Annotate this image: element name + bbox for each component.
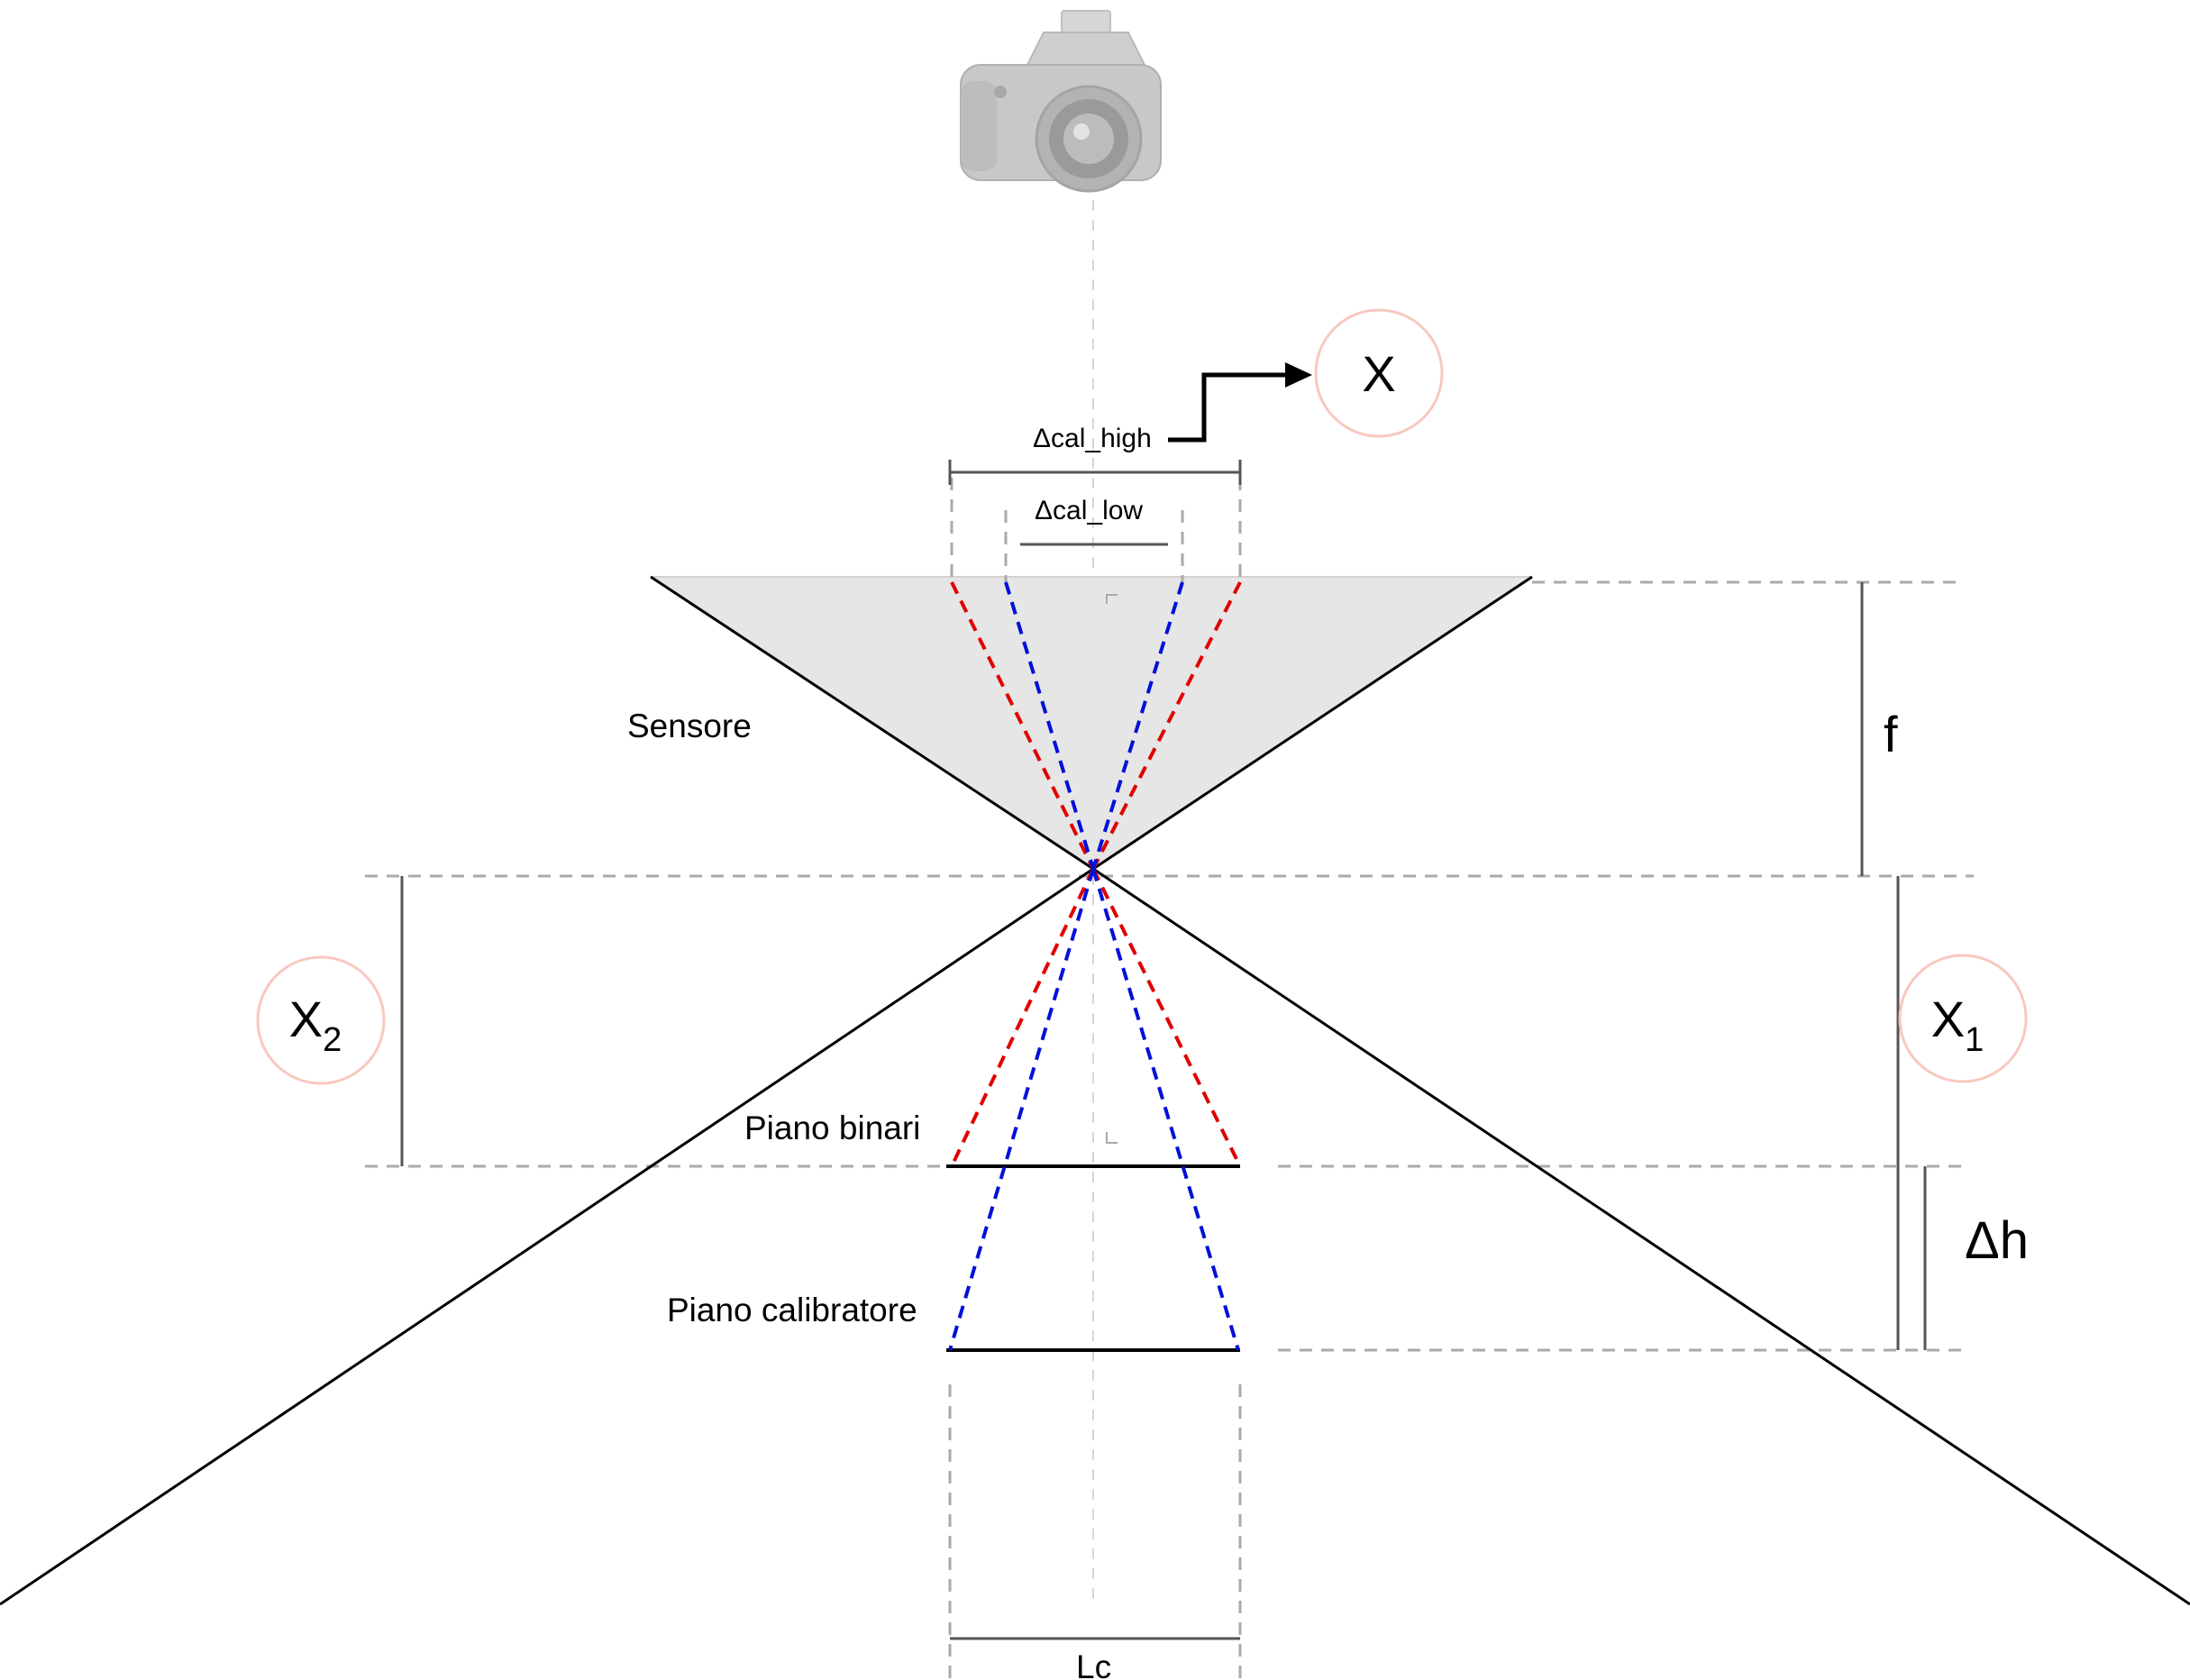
x-callout-ring: [1314, 308, 1444, 438]
x-callout-label: X: [1362, 345, 1395, 402]
x1-callout-label: X1: [1931, 991, 1985, 1059]
focal-length-label: f: [1884, 706, 1898, 762]
low-rays: [948, 581, 1240, 1351]
x2-callout-label: X2: [289, 991, 342, 1059]
sensor-region: [651, 577, 1532, 869]
delta-cal-low-label: Δcal_low: [1035, 496, 1143, 525]
rail-plane-label: Piano binari: [744, 1109, 920, 1146]
x1-callout-ring: [1898, 954, 2028, 1083]
high-rays: [950, 581, 1242, 1167]
camera-icon: [960, 10, 1162, 193]
x2-callout-ring: [256, 955, 386, 1085]
calibrator-plane-label: Piano calibratore: [667, 1292, 917, 1328]
sensor-label: Sensore: [627, 708, 752, 744]
delta-cal-high-label: Δcal_high: [1033, 424, 1152, 453]
lc-label: Lc: [1076, 1648, 1111, 1680]
delta-h-label: Δh: [1965, 1211, 2029, 1270]
